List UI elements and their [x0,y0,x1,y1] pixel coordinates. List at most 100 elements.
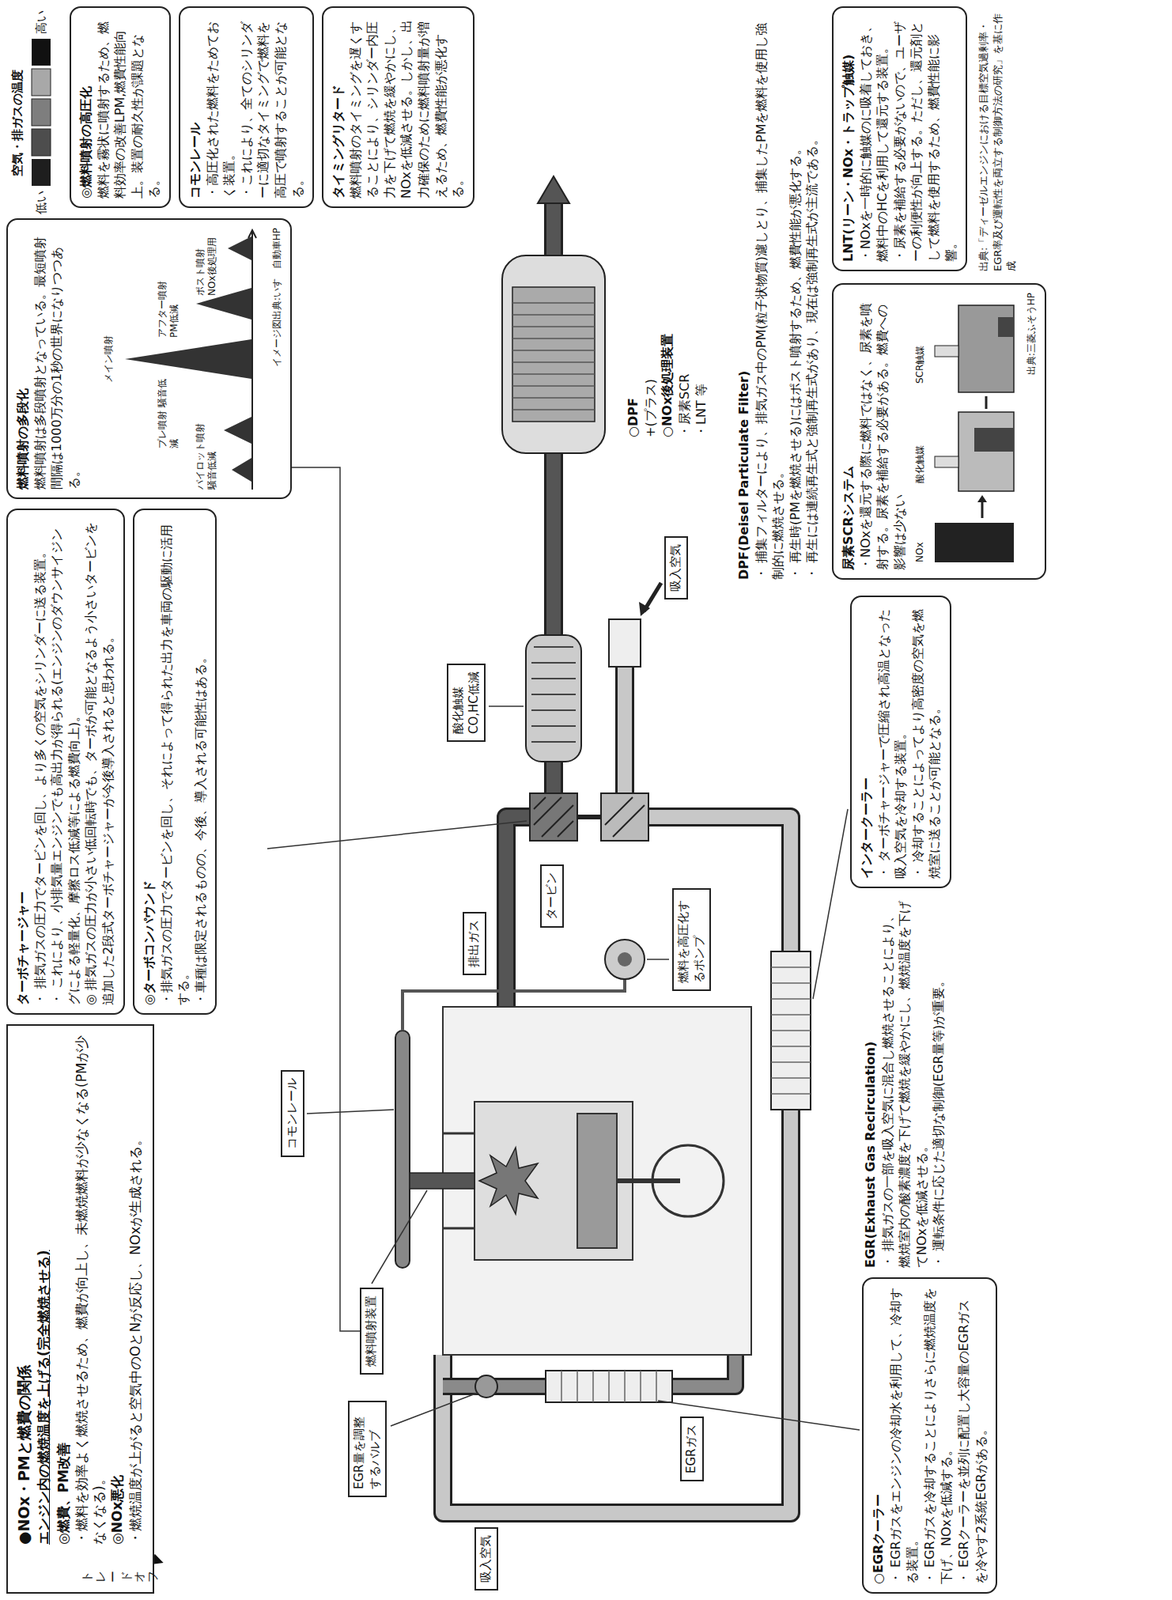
box-text: ・ EGRガスをエンジンの冷却水を利用して、冷却する装置。 [887,1286,922,1585]
box-heading: コモンレール [284,1077,301,1150]
box-text: ・排気ガスの圧力でタービンを回し、それによって得られた出力を車両の駆動に活用する… [158,517,193,1006]
legend-text: 高い [31,10,51,35]
info-box: ターボチャージャー・ 排気ガスの圧力でタービンを回し、より多くの空気をシリンダー… [6,508,125,1015]
legend-item: 低い [31,158,51,215]
box-text: ・NOxを一時的に触媒のに吸着しておき、燃料中のHCを利用して還元する装置。 [857,15,892,262]
intercooler-part [771,967,811,1094]
scr-chart [911,292,1022,571]
scr-chart-part [934,522,1014,563]
box-text: ・ ターボチャージャーで圧縮され高温となった吸入空気を冷却する装置。 [875,604,910,879]
part-label: 吸入空気 [664,536,689,600]
note-text: ○NOx後処理装置 [658,231,677,438]
info-box: 燃料噴射の多段化燃料噴射は多段噴射となっている。最短噴射間隔は1000万分の1秒… [6,218,292,500]
scr-chart-part [977,495,987,503]
chart-label: 酸化触媒 [914,445,927,484]
note-text: ・尿素SCR [676,231,694,438]
engine-block-part [616,1178,681,1184]
egr-cooler-part [561,1370,657,1403]
box-text: ・尿素を補給する必要がないので、ユーザーの利便性が向上する。ただし、還元剤として… [891,15,960,262]
part-label: 排出ガス [462,911,487,976]
note-text: ・ 捕集フィルターにより、排気ガス中のPM(粒子状物質)濾しとり、捕集したPMを… [752,10,787,580]
text-group: DPF(Deisel Particulate Filter)・ 捕集フィルターに… [735,10,821,580]
common-rail-part [409,1172,475,1189]
leader-line [291,467,360,1331]
leader-lines-part [306,1109,394,1114]
chart-label: ポスト噴射 NOx後処理用 [194,227,219,296]
chart-label: SCR触媒 [914,345,927,384]
info-box: ◎燃料噴射の高圧化燃料を霧状に噴射するため、燃料効率の改善LPM,燃費性能向上。… [69,6,171,208]
box-heading: 燃料を高圧化するポンプ [676,896,707,983]
scr-chart-part [974,427,1014,452]
info-box: 尿素SCRシステム・NOxを還元する際に燃料ではなく、尿素を噴射する。尿素を補給… [831,283,1047,580]
leader-lines-part [488,705,524,707]
chart-label: NOx [914,541,927,563]
legend-swatches-part [31,128,51,156]
air-filter-part [608,619,641,667]
box-text: CO,HC低減 [466,671,483,734]
note-text: EGR(Exhaust Gas Recirculation) [861,899,880,1268]
engine-block-part [577,1113,617,1248]
legend-item: 高い [31,10,51,66]
part-label: タービン [540,864,564,928]
legend-swatch [31,158,51,186]
injection-chart-part [227,236,252,261]
engine-block-part [474,1101,633,1260]
box-heading: コモンレール [186,15,205,199]
intake-pipe [442,666,791,1513]
leader-lines-part [390,1392,478,1426]
engine-block-part [652,1145,724,1217]
oxidation-catalyst-part [531,646,576,742]
leader-lines-part [812,809,848,999]
turbocharger [529,793,649,841]
box-text: ・高圧化された燃料をためておく装置。 [204,15,239,199]
note-text: ・ 排気ガスの一部を吸入空気に混合し燃焼させることにより、燃焼室内の酸素濃度を下… [879,899,931,1268]
box-text: ◎燃費、PM改善 [54,1035,73,1545]
box-heading: 尿素SCRシステム [839,292,858,571]
box-heading: ○EGRクーラー [869,1286,888,1585]
note-text: ・ 運転条件に応じた適切な制御(EGR量等)が重要。 [930,899,948,1268]
box-heading: 燃料噴射装置 [363,1295,380,1367]
injection-chart-part [248,230,257,239]
chart-label: パイロット噴射 騒音低減 [194,418,219,490]
note-text: ○DPF [624,231,643,438]
scr-chart-part [985,396,988,409]
turbocharger-part [601,793,649,841]
intercooler [771,951,811,1110]
egr-cooler [475,1370,673,1403]
oxidation-catalyst [525,635,582,762]
legend-swatch [31,38,51,66]
air-filter [608,582,662,667]
note-text: 空気・排ガスの温度 [9,69,26,177]
text-group: EGR(Exhaust Gas Recirculation)・ 排気ガスの一部を… [861,899,948,1268]
source-caption: 出典:「ディーゼルエンジンにおける目標空気過剰率・EGR率及び運転性を両立する制… [976,6,1019,272]
note-text: ・ 再生時(PMを燃焼させる)にはポスト噴射するため、燃費性能が悪化する。 [786,10,805,580]
box-text: ・これにより、全てのシリンダーに適切なタイミングで燃料を高圧で噴射することが可能… [238,15,307,199]
egr-cooler-part [545,1370,673,1403]
injection-chart-part [251,231,254,490]
intake-pipe-part [442,666,791,1513]
box-text: 燃料噴射のタイミングを遅くすることにより、シリンダー内圧力を下げて燃焼を緩やかに… [347,15,467,199]
common-rail-part [617,952,632,967]
box-heading: ●NOx・PMと燃費の関係 [14,1035,35,1545]
chart-label: アフター噴射 PM低減 [156,264,181,338]
scr-chart-part [958,305,1014,393]
part-label: 吸入空気 [474,1527,499,1591]
note-text: +(プラス) [642,231,660,438]
box-heading: タイミングリタード [329,15,348,199]
leader-lines-part [646,958,670,961]
leader-lines [267,706,860,1430]
chart-area: NOx 酸化触媒 SCR触媒 [911,292,1022,571]
leader-lines-part [267,820,527,849]
turbocharger-part [604,797,645,837]
box-heading: インタークーラー [858,604,876,879]
info-box: ○EGRクーラー・ EGRガスをエンジンの冷却水を利用して、冷却する装置。・ E… [861,1277,998,1594]
engine-block-part [442,1132,475,1135]
box-text: 出典:三菱ふそうHP [1024,292,1038,571]
note-text: ・ 再生には連続再生式と強制再生式があり、現在は強制再生式が主流である。 [803,10,821,580]
scr-chart-part [958,412,1014,492]
info-box: LNT(リーン・NOx・トラップ触媒)・NOxを一時的に触媒のに吸着しておき、燃… [831,6,968,272]
box-text: エンジン内の燃焼温度を上げる(完全燃焼させる) [34,1035,53,1545]
scr-chart-part [998,317,1014,337]
intake-pipe-part [442,666,791,1513]
